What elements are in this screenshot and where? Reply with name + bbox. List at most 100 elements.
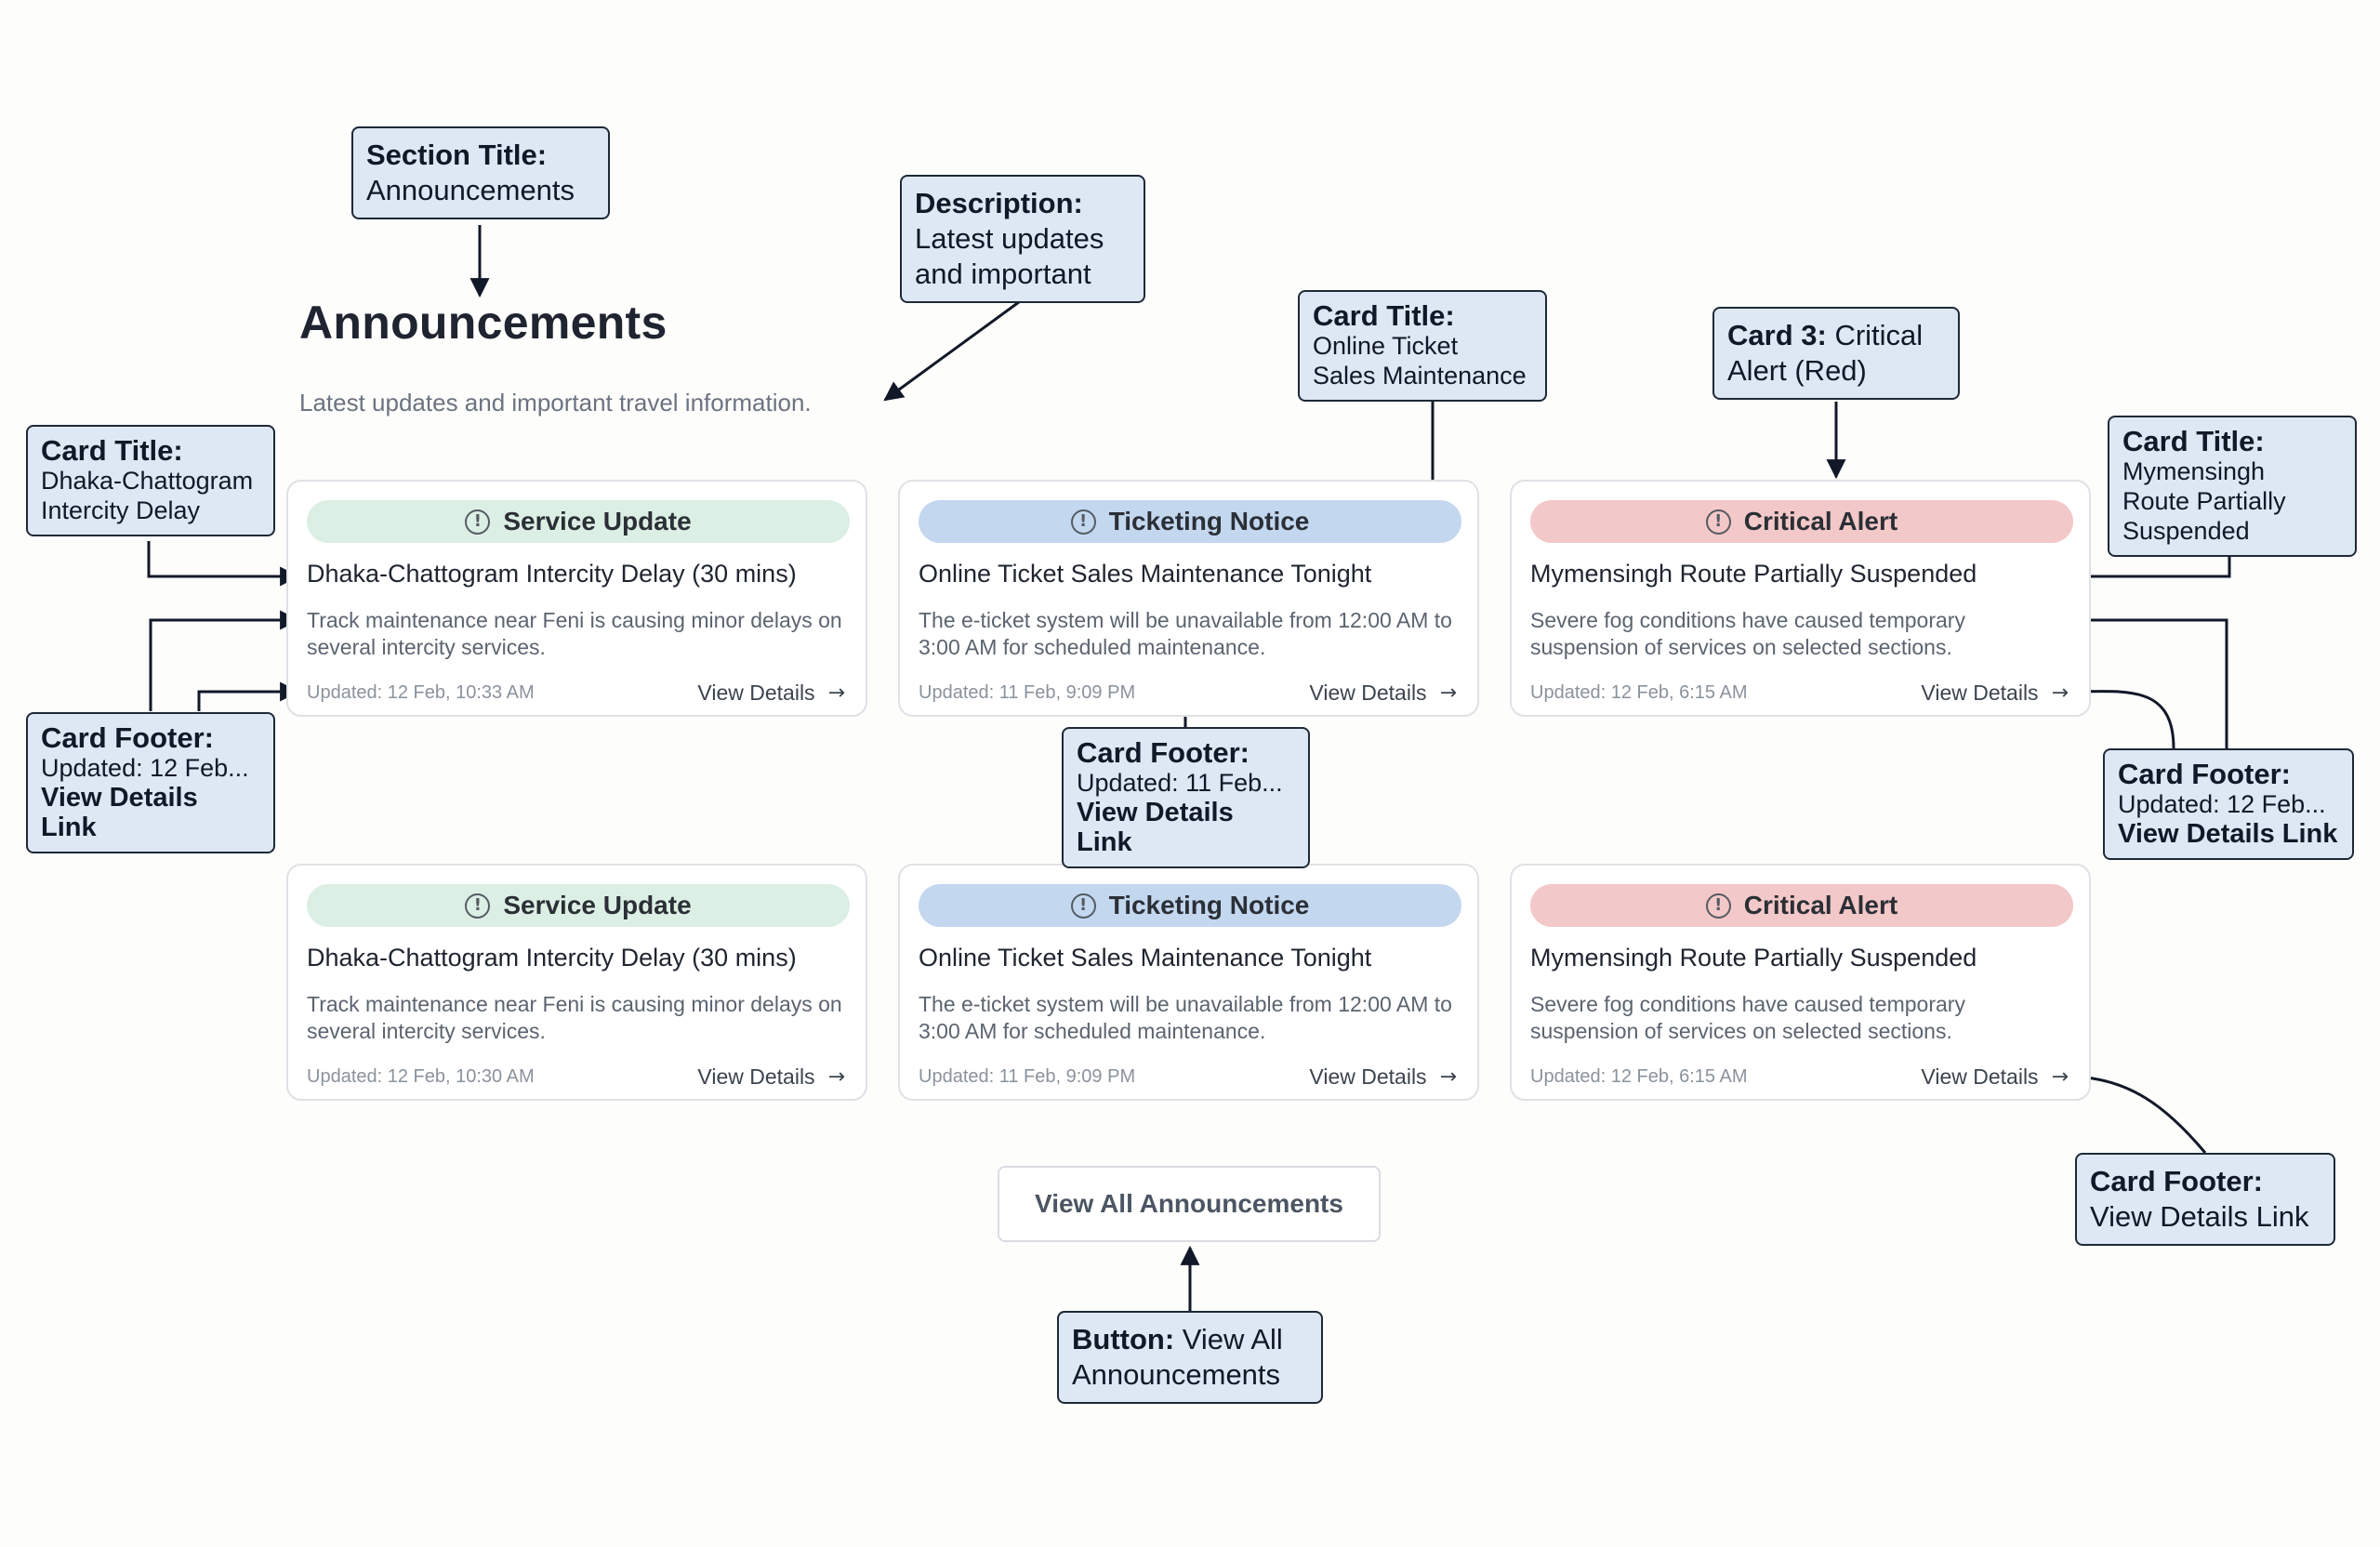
info-icon: ! xyxy=(465,892,491,919)
callout-label: Button: xyxy=(1072,1323,1175,1355)
card-badge: ! Ticketing Notice xyxy=(919,884,1461,927)
callout-text-line-1: Online Ticket xyxy=(1313,332,1459,360)
badge-label: Critical Alert xyxy=(1743,891,1898,919)
callout-button: Button: View All Announcements xyxy=(1057,1311,1323,1404)
view-details-label: View Details xyxy=(697,680,815,705)
view-details-link[interactable]: View Details→ xyxy=(1921,1064,2069,1090)
callout-card-3: Card 3: Critical Alert (Red) xyxy=(1712,307,1960,400)
section-title: Announcements xyxy=(299,297,668,349)
badge-label: Ticketing Notice xyxy=(1108,507,1310,536)
view-details-label: View Details xyxy=(697,1064,815,1089)
callout-text-line-1: Updated: 11 Feb... xyxy=(1077,769,1283,797)
callout-label: Card Title: xyxy=(1313,299,1455,332)
callout-label: Card Title: xyxy=(41,434,183,467)
view-details-label: View Details xyxy=(1921,680,2039,705)
updated-timestamp: Updated: 12 Feb, 6:15 AM xyxy=(1530,681,1748,703)
arrow-right-icon: → xyxy=(1439,1064,1457,1089)
card-badge: ! Critical Alert xyxy=(1530,884,2073,927)
arrow-right-icon: → xyxy=(2051,1064,2069,1089)
card-badge: !Critical Alert xyxy=(1530,500,2073,543)
updated-timestamp: Updated: 12 Feb, 6:15 AM xyxy=(1530,1065,1748,1087)
callout-label: Card 3: xyxy=(1727,319,1827,351)
card-description: Severe fog conditions have caused tempor… xyxy=(1530,608,1965,659)
view-details-link[interactable]: View Details → xyxy=(1309,1064,1457,1090)
card-footer: Updated: 11 Feb, 9:09 PM View Details → xyxy=(919,679,1457,707)
callout-card-footer-3: Card Footer: Updated: 12 Feb... View Det… xyxy=(2103,748,2354,860)
badge-label: Critical Alert xyxy=(1743,507,1898,536)
callout-text-line-1: Updated: 12 Feb... xyxy=(2118,790,2326,818)
callout-card-footer-2: Card Footer: Updated: 11 Feb... View Det… xyxy=(1062,727,1310,868)
card-title: Mymensingh Route Partially Suspended xyxy=(1530,560,1977,588)
callout-text: Announcements xyxy=(366,174,575,206)
card-description: Track maintenance near Feni is causing m… xyxy=(307,608,842,659)
card-badge: !Service Update xyxy=(307,500,850,543)
view-details-link[interactable]: View Details → xyxy=(697,1064,845,1090)
card-footer: Updated: 12 Feb, 6:15 AM View Details → xyxy=(1530,679,2069,707)
callout-card-title-1: Card Title: Dhaka-Chattogram Intercity D… xyxy=(26,425,275,536)
callout-text-line-1: View Details Link xyxy=(2090,1200,2309,1233)
announcement-card-critical-alert: !Critical Alert Mymensingh Route Partial… xyxy=(1510,480,2091,717)
view-all-announcements-button[interactable]: View All Announcements xyxy=(998,1166,1381,1242)
callout-label: Card Title: xyxy=(2122,425,2265,457)
card-description: The e-ticket system will be unavailable … xyxy=(919,992,1452,1043)
connector-card-footer-6 xyxy=(2070,1067,2207,1154)
card-badge: ! Ticketing Notice xyxy=(919,500,1461,543)
callout-text-line-1: Button: View All xyxy=(1072,1322,1308,1357)
updated-timestamp: Updated: 11 Feb, 9:09 PM xyxy=(919,1065,1136,1087)
connector-description xyxy=(883,298,1024,402)
badge-label: Ticketing Notice xyxy=(1108,891,1310,919)
section-description: Latest updates and important travel info… xyxy=(299,389,812,416)
callout-text-line-2: View Details Link xyxy=(2118,819,2338,849)
callout-text-line-2: Intercity Delay xyxy=(41,496,201,524)
updated-timestamp: Updated: 11 Feb, 9:09 PM xyxy=(919,681,1136,703)
card-title: Online Ticket Sales Maintenance Tonight xyxy=(919,944,1372,972)
callout-label: Card Footer: xyxy=(41,721,214,754)
arrow-right-icon: → xyxy=(827,1064,845,1089)
arrow-right-icon: → xyxy=(1439,681,1457,705)
callout-card-title-3: Card Title: Mymensingh Route Partially S… xyxy=(2108,416,2357,557)
updated-timestamp: Updated: 12 Feb, 10:33 AM xyxy=(307,681,535,703)
card-description: Severe fog conditions have caused tempor… xyxy=(1530,992,1965,1043)
card-footer: Updated: 12 Feb, 10:33 AM View Details → xyxy=(307,679,845,707)
announcement-card-critical-alert: ! Critical Alert Mymensingh Route Partial… xyxy=(1510,864,2091,1101)
card-title: Mymensingh Route Partially Suspended xyxy=(1530,944,1977,972)
callout-label: Card Footer: xyxy=(2118,758,2291,790)
info-icon: ! xyxy=(1705,892,1731,919)
announcement-card-ticketing-notice: ! Ticketing Notice Online Ticket Sales Ma… xyxy=(898,864,1479,1101)
callout-text-line-1: Updated: 12 Feb... xyxy=(41,754,249,782)
updated-timestamp: Updated: 12 Feb, 10:30 AM xyxy=(307,1065,535,1087)
callout-description: Description: Latest updates and importan… xyxy=(900,175,1145,303)
card-title: Dhaka-Chattogram Intercity Delay (30 min… xyxy=(307,560,797,588)
callout-text-line-2: and important xyxy=(915,258,1091,290)
callout-text-line-1: Latest updates xyxy=(915,222,1104,255)
view-details-label: View Details xyxy=(1309,680,1427,705)
callout-text-line-2: View Details Link xyxy=(1077,798,1234,857)
info-icon: ! xyxy=(465,509,491,535)
callout-text-line-1: Mymensingh xyxy=(2122,457,2266,485)
view-details-link[interactable]: View Details → xyxy=(697,681,845,706)
callout-text-line-2: View Details Link xyxy=(41,783,198,842)
callout-label: Description: xyxy=(915,187,1083,219)
card-title: Dhaka-Chattogram Intercity Delay (30 min… xyxy=(307,944,797,972)
view-details-link[interactable]: View Details → xyxy=(1921,681,2069,706)
callout-text: View All xyxy=(1182,1323,1283,1355)
callout-text-line-3: Suspended xyxy=(2122,517,2250,545)
view-details-label: View Details xyxy=(1309,1064,1427,1089)
callout-card-footer-6: Card Footer: View Details Link xyxy=(2075,1153,2335,1246)
callout-text: Critical xyxy=(1834,319,1924,351)
card-footer: Updated: 12 Feb, 6:15 AM View Details→ xyxy=(1530,1063,2069,1091)
arrow-right-icon: → xyxy=(2051,681,2069,705)
callout-label: Card Footer: xyxy=(1077,736,1250,769)
info-icon: ! xyxy=(1070,892,1096,919)
callout-card-title-2: Card Title: Online Ticket Sales Maintena… xyxy=(1298,290,1547,402)
announcement-card-service-update: ! Service Update Dhaka-Chattogram Interci… xyxy=(286,864,867,1101)
connector-card-desc-1 xyxy=(149,610,300,711)
info-icon: ! xyxy=(1070,509,1096,535)
connector-card-footer-1 xyxy=(197,681,300,711)
callout-label: Section Title: xyxy=(366,139,548,171)
view-details-link[interactable]: View Details → xyxy=(1309,681,1457,706)
badge-label: Service Update xyxy=(503,891,692,919)
callout-text-line-2: Route Partially xyxy=(2122,487,2286,515)
arrow-right-icon: → xyxy=(827,681,845,705)
card-footer: Updated: 11 Feb, 9:09 PM View Details → xyxy=(919,1063,1457,1091)
